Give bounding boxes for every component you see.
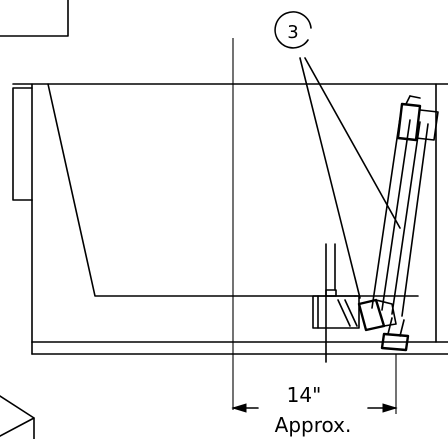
tub-body <box>12 83 448 355</box>
callout-number: 3 <box>287 22 298 43</box>
detail-frame <box>0 0 69 37</box>
dimension-value: 14" <box>287 383 322 407</box>
overflow-pipe <box>371 95 439 352</box>
dimension-qualifier: Approx. <box>275 413 352 437</box>
basin-profile <box>47 83 419 297</box>
section-arrow <box>0 395 35 439</box>
drain-assembly <box>312 243 397 363</box>
dimension-14in: 14" Approx. <box>231 354 398 437</box>
callout-3: 3 <box>274 11 401 299</box>
